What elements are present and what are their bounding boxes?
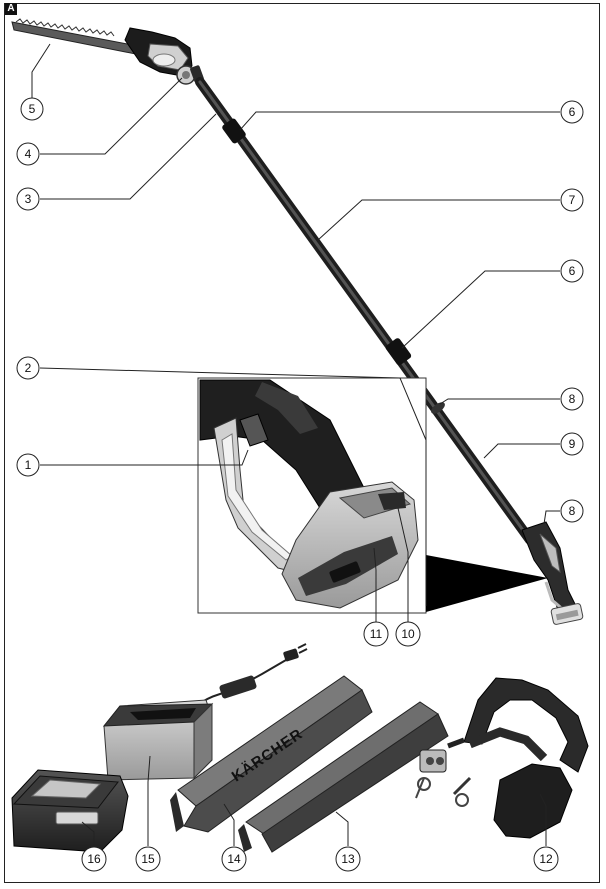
figure-frame bbox=[4, 3, 600, 883]
handle-detail-inset bbox=[197, 377, 548, 614]
callout-9: 9 bbox=[560, 432, 584, 456]
callout-10: 10 bbox=[395, 621, 421, 647]
callout-12-label: 12 bbox=[539, 852, 553, 866]
callout-14-label: 14 bbox=[227, 852, 241, 866]
callout-8-lower: 8 bbox=[560, 499, 584, 523]
callout-11-label: 11 bbox=[370, 627, 383, 641]
figure-letter: A bbox=[5, 3, 17, 15]
shoulder-strap bbox=[415, 677, 589, 839]
callout-7-label: 7 bbox=[569, 193, 576, 207]
callout-15: 15 bbox=[135, 846, 161, 872]
blade-guard-plain bbox=[238, 701, 449, 853]
callout-7: 7 bbox=[560, 188, 584, 212]
callout-9-label: 9 bbox=[569, 437, 576, 451]
battery-pack bbox=[11, 769, 129, 853]
telescopic-pole bbox=[195, 77, 535, 545]
accessories: KÄRCHER bbox=[11, 643, 589, 853]
callout-14: 14 bbox=[221, 846, 247, 872]
pole-hedge-trimmer bbox=[11, 18, 584, 625]
callout-16: 16 bbox=[81, 846, 107, 872]
callout-12: 12 bbox=[533, 846, 559, 872]
callout-5-label: 5 bbox=[29, 102, 36, 116]
callout-6-lower-label: 6 bbox=[569, 264, 576, 278]
callout-6-upper-label: 6 bbox=[569, 105, 576, 119]
callout-13: 13 bbox=[335, 846, 361, 872]
callout-3-label: 3 bbox=[25, 192, 32, 206]
leader-lines bbox=[31, 43, 560, 846]
callout-8-upper-label: 8 bbox=[569, 392, 576, 406]
callout-8-lower-label: 8 bbox=[569, 504, 576, 518]
callout-6-upper: 6 bbox=[560, 100, 584, 124]
callout-15-label: 15 bbox=[141, 852, 155, 866]
callout-1: 1 bbox=[16, 453, 40, 477]
callout-8-upper: 8 bbox=[560, 387, 584, 411]
callout-4-label: 4 bbox=[25, 147, 32, 161]
callout-10-label: 10 bbox=[401, 627, 415, 641]
callout-16-label: 16 bbox=[87, 852, 101, 866]
callout-4: 4 bbox=[16, 142, 40, 166]
callout-3: 3 bbox=[16, 187, 40, 211]
battery-charger bbox=[102, 699, 214, 781]
rear-handle bbox=[521, 521, 584, 625]
callout-1-label: 1 bbox=[25, 458, 32, 472]
motor-head bbox=[124, 27, 193, 77]
callout-5: 5 bbox=[20, 97, 44, 121]
callout-11: 11 bbox=[363, 621, 389, 647]
callout-2-label: 2 bbox=[25, 361, 32, 375]
callout-13-label: 13 bbox=[341, 852, 355, 866]
callout-6-lower: 6 bbox=[560, 259, 584, 283]
zoom-indicator-wedge bbox=[426, 555, 548, 612]
callout-2: 2 bbox=[16, 356, 40, 380]
